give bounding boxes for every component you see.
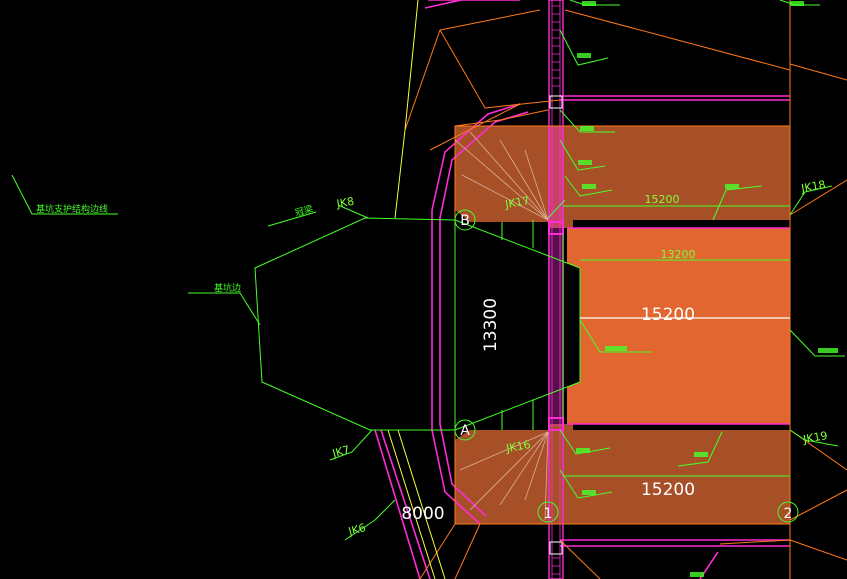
tag-jk19: JK19 <box>801 429 828 446</box>
tag-jk8: JK8 <box>335 195 355 211</box>
dim-width-bottom: 15200 <box>641 480 695 500</box>
axis-bubble-a[interactable]: A <box>454 419 476 441</box>
axis-bubble-b[interactable]: B <box>454 209 476 231</box>
shaded-regions <box>430 126 790 524</box>
tag-jk6: JK6 <box>346 521 367 538</box>
axis-label-b: B <box>460 213 470 229</box>
tag-jk16: JK16 <box>504 438 531 455</box>
axis-bubble-2[interactable]: 2 <box>777 501 799 523</box>
annotation-left-label: 基坑边 <box>214 282 241 294</box>
dim-width-middle: 15200 <box>641 305 695 325</box>
axis-label-a: A <box>460 423 470 439</box>
dim-width-top: 15200 <box>645 193 680 206</box>
tag-jk7: JK7 <box>330 443 351 460</box>
annotation-top-left-label: 冠梁 <box>294 203 315 219</box>
lower-shaded-band <box>455 424 790 524</box>
dim-width-top-inner: 13200 <box>661 248 696 261</box>
annotation-left-note: 基坑支护结构边线 <box>36 203 108 215</box>
fan-lines-lower <box>459 431 549 521</box>
octagon-excavation <box>254 217 456 431</box>
dim-height-vertical: 13300 <box>481 298 501 352</box>
axis-label-1: 1 <box>544 506 553 522</box>
yellow-lines <box>387 0 446 579</box>
tag-jk18: JK18 <box>799 178 826 195</box>
tag-jk17: JK17 <box>503 194 530 211</box>
grid-axis-bubbles: B A 1 2 <box>454 209 799 523</box>
dim-offset-bottom: 8000 <box>401 504 444 524</box>
magenta-wall-lines <box>374 0 790 579</box>
tiny-label-marks <box>576 1 838 577</box>
black-trapezoid-opening <box>430 222 580 432</box>
column-hatch <box>552 5 560 575</box>
fan-lines-upper <box>454 131 549 221</box>
axis-label-2: 2 <box>784 506 793 522</box>
middle-shaded-rect <box>567 228 790 424</box>
upper-shaded-band <box>455 126 790 228</box>
axis-bubble-1[interactable]: 1 <box>537 501 559 523</box>
